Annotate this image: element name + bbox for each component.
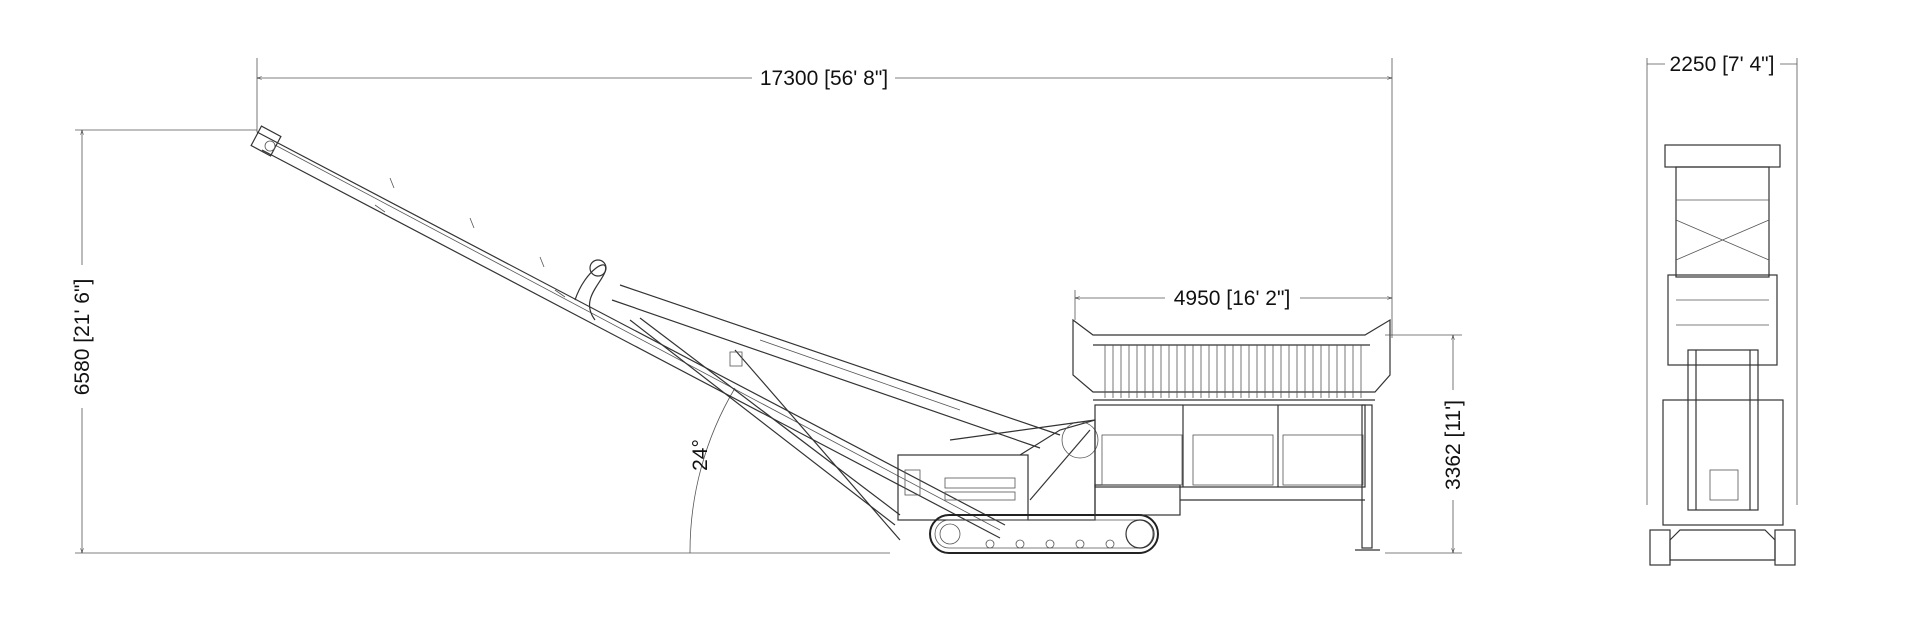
conveyor-angle-dimension: 24° [689, 387, 736, 554]
overall-length-label: 17300 [56' 8"] [760, 67, 888, 90]
end-view [1649, 144, 1796, 566]
hopper-height-label: 3362 [11'] [1442, 400, 1465, 490]
overall-height-dimension: 6580 [21' 6"] [71, 130, 890, 553]
overall-length-dimension: 17300 [56' 8"] [257, 58, 1392, 338]
hopper-length-dimension: 4950 [16' 2"] [1075, 287, 1392, 320]
stockpile-conveyor [250, 125, 1061, 541]
overall-width-label: 2250 [7' 4"] [1670, 53, 1775, 76]
hopper-height-dimension: 3362 [11'] [1385, 335, 1465, 553]
overall-height-label: 6580 [21' 6"] [71, 279, 94, 396]
power-unit [897, 419, 1099, 521]
hopper [1072, 318, 1391, 551]
conveyor-angle-label: 24° [689, 439, 712, 471]
hopper-length-label: 4950 [16' 2"] [1174, 287, 1291, 310]
overall-width-dimension: 2250 [7' 4"] [1646, 53, 1798, 505]
crawler-track [929, 484, 1181, 554]
